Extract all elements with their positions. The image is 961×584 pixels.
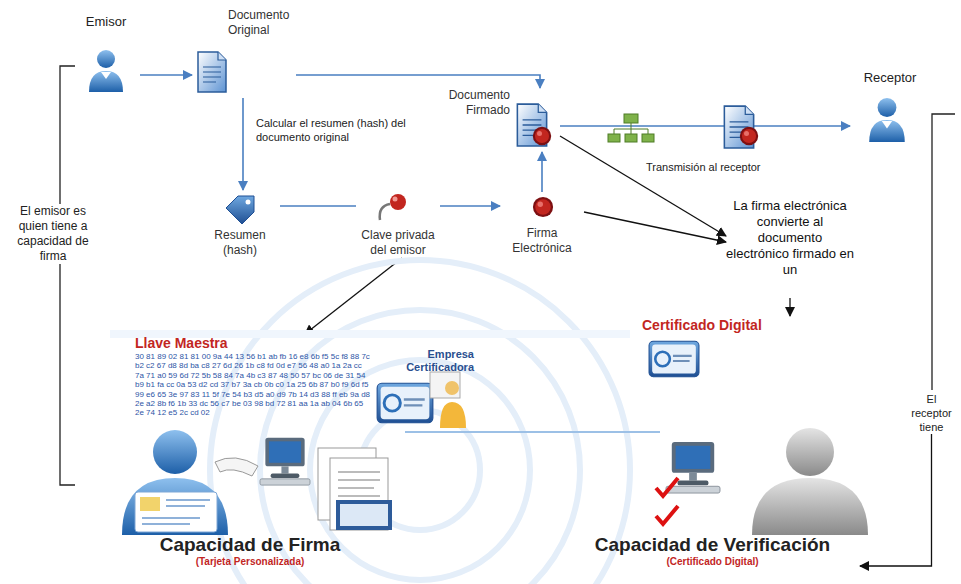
node-label: Firma Electrónica bbox=[500, 226, 584, 256]
flow-arrow bbox=[789, 298, 790, 316]
receiver-bracket bbox=[932, 114, 955, 390]
node-label: Receptor bbox=[850, 70, 930, 86]
callout-box: La firma electrónica convierte al docume… bbox=[726, 198, 854, 298]
note-box: El receptor tiene bbox=[905, 392, 958, 434]
key-panel: Llave Maestra30 81 89 02 81 81 00 9a 44 … bbox=[135, 334, 371, 430]
connection-line bbox=[405, 431, 660, 433]
signature-box: Firma Electrónica bbox=[500, 192, 584, 256]
seal-icon bbox=[533, 127, 551, 145]
signature-seal-icon bbox=[533, 197, 553, 217]
capability-box: Capacidad de Verificación(Certificado Di… bbox=[565, 534, 860, 580]
edge-label: Calcular el resumen (hash) del documento… bbox=[256, 116, 406, 144]
node-label: Clave privada del emisor bbox=[356, 228, 440, 258]
edge-label: Transmisión al receptor bbox=[646, 160, 806, 174]
node-label: Documento Firmado bbox=[430, 88, 510, 118]
capability-title: Capacidad de Firma bbox=[125, 534, 375, 556]
certifier-box: Empresa Certificadora bbox=[374, 348, 474, 428]
verifier-figure bbox=[656, 428, 868, 535]
key-box: Clave privada del emisor bbox=[356, 188, 440, 258]
sender-box: Emisor bbox=[72, 14, 140, 98]
receiver-icon bbox=[869, 98, 905, 142]
note-text: El receptor tiene bbox=[905, 392, 958, 434]
flow-arrow bbox=[242, 98, 244, 190]
private-key-icon bbox=[380, 194, 406, 220]
flow-arrow bbox=[280, 205, 356, 207]
capability-title: Capacidad de Verificación bbox=[565, 534, 860, 556]
certificate-box: Certificado Digital bbox=[642, 316, 802, 388]
node-label: Resumen (hash) bbox=[200, 228, 280, 258]
capability-box: Capacidad de Firma(Tarjeta Personalizada… bbox=[125, 534, 375, 580]
callout-text: La firma electrónica convierte al docume… bbox=[726, 198, 854, 278]
sender-icon bbox=[89, 50, 123, 92]
document-box: Documento Firmado bbox=[430, 88, 560, 152]
flow-arrow bbox=[584, 212, 726, 242]
flow-arrow bbox=[541, 152, 543, 192]
capability-subtitle: (Certificado Digital) bbox=[565, 556, 860, 568]
flow-arrow bbox=[560, 125, 850, 127]
capability-subtitle: (Tarjeta Personalizada) bbox=[125, 556, 375, 568]
flow-arrow bbox=[140, 74, 192, 76]
network-icon bbox=[608, 114, 654, 142]
receiver-box: Receptor bbox=[850, 70, 930, 146]
signer-figure bbox=[122, 430, 392, 535]
note-text: El emisor es quien tiene a capacidad de … bbox=[6, 204, 100, 264]
flow-arrow bbox=[296, 75, 540, 88]
hash-tag-icon bbox=[226, 196, 254, 224]
flow-arrow bbox=[860, 434, 932, 566]
panel-title: Llave Maestra bbox=[135, 334, 371, 352]
hex-key: 30 81 89 02 81 81 00 9a 44 13 56 b1 ab f… bbox=[135, 352, 371, 418]
document-box: Documento Original bbox=[192, 8, 296, 98]
note-box: El emisor es quien tiene a capacidad de … bbox=[6, 204, 100, 264]
seal-icon bbox=[740, 127, 758, 145]
node-label: Certificado Digital bbox=[642, 316, 802, 334]
sender-bracket bbox=[60, 66, 75, 485]
certificate-icon bbox=[649, 341, 699, 376]
node-label: Empresa Certificadora bbox=[374, 348, 474, 374]
node-label: Emisor bbox=[72, 14, 140, 30]
hash-box: Resumen (hash) bbox=[200, 190, 280, 258]
node-label: Documento Original bbox=[228, 8, 296, 38]
certifier-illustration bbox=[377, 372, 466, 428]
document-icon bbox=[198, 52, 226, 92]
flow-arrow bbox=[560, 136, 726, 236]
flow-arrow bbox=[440, 205, 500, 207]
